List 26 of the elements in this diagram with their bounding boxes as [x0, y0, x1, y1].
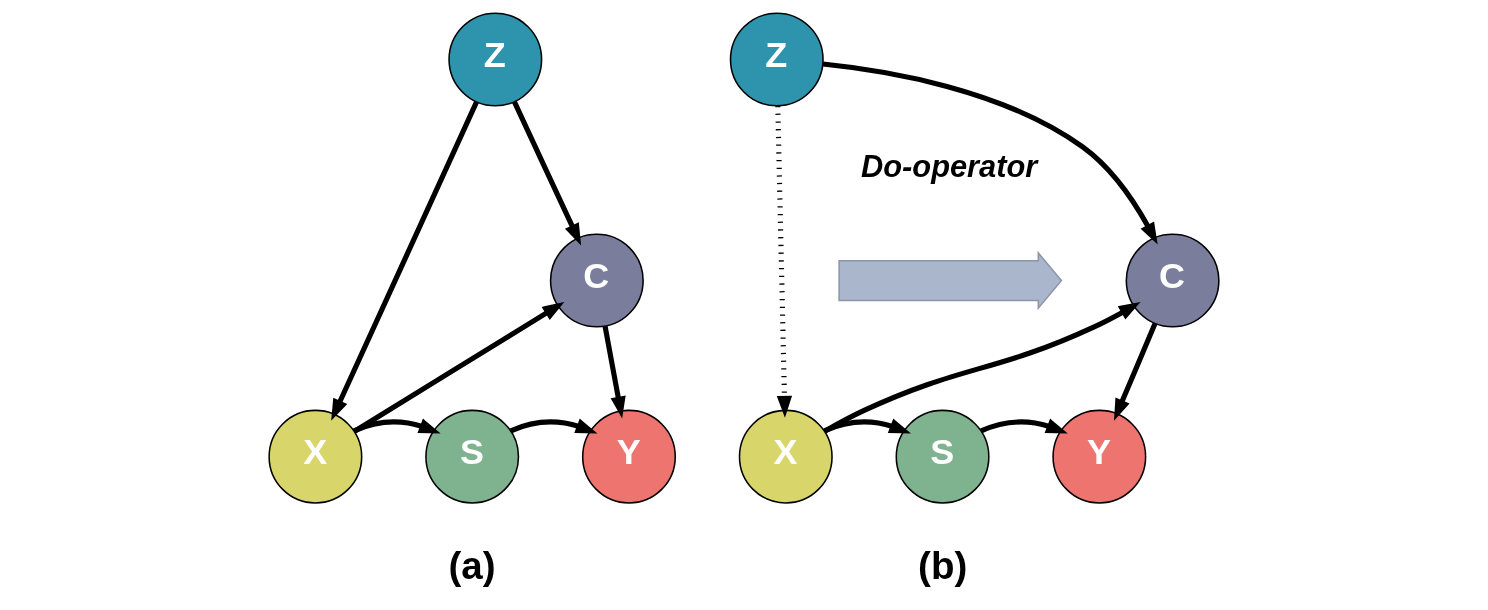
- label: (b): [918, 543, 968, 587]
- arrow: [775, 106, 793, 418]
- arrow: [602, 326, 626, 419]
- node-circle: X: [738, 409, 833, 504]
- arrow: [980, 418, 1068, 434]
- node-circle: X: [268, 409, 363, 504]
- node-circle: Z: [448, 12, 543, 107]
- arrow: [331, 100, 479, 421]
- arrow: [823, 302, 1141, 434]
- node-circle: Y: [1052, 409, 1147, 504]
- label: (a): [448, 543, 496, 587]
- arrow: [353, 418, 441, 434]
- arrow: [1113, 322, 1158, 421]
- arrow: [822, 61, 1158, 245]
- node-circle: C: [1125, 233, 1220, 328]
- node-circle: S: [425, 409, 520, 504]
- node-circle: Y: [581, 409, 676, 504]
- arrow: [352, 301, 565, 434]
- node-circle: C: [549, 233, 644, 328]
- node-circle: S: [895, 409, 990, 504]
- node-circle: Z: [729, 12, 824, 107]
- node-label: Do-operator: [860, 148, 1038, 184]
- arrow: [509, 418, 598, 434]
- arrow: [512, 100, 582, 246]
- node-arrow: [838, 250, 1063, 311]
- arrow: [823, 418, 912, 434]
